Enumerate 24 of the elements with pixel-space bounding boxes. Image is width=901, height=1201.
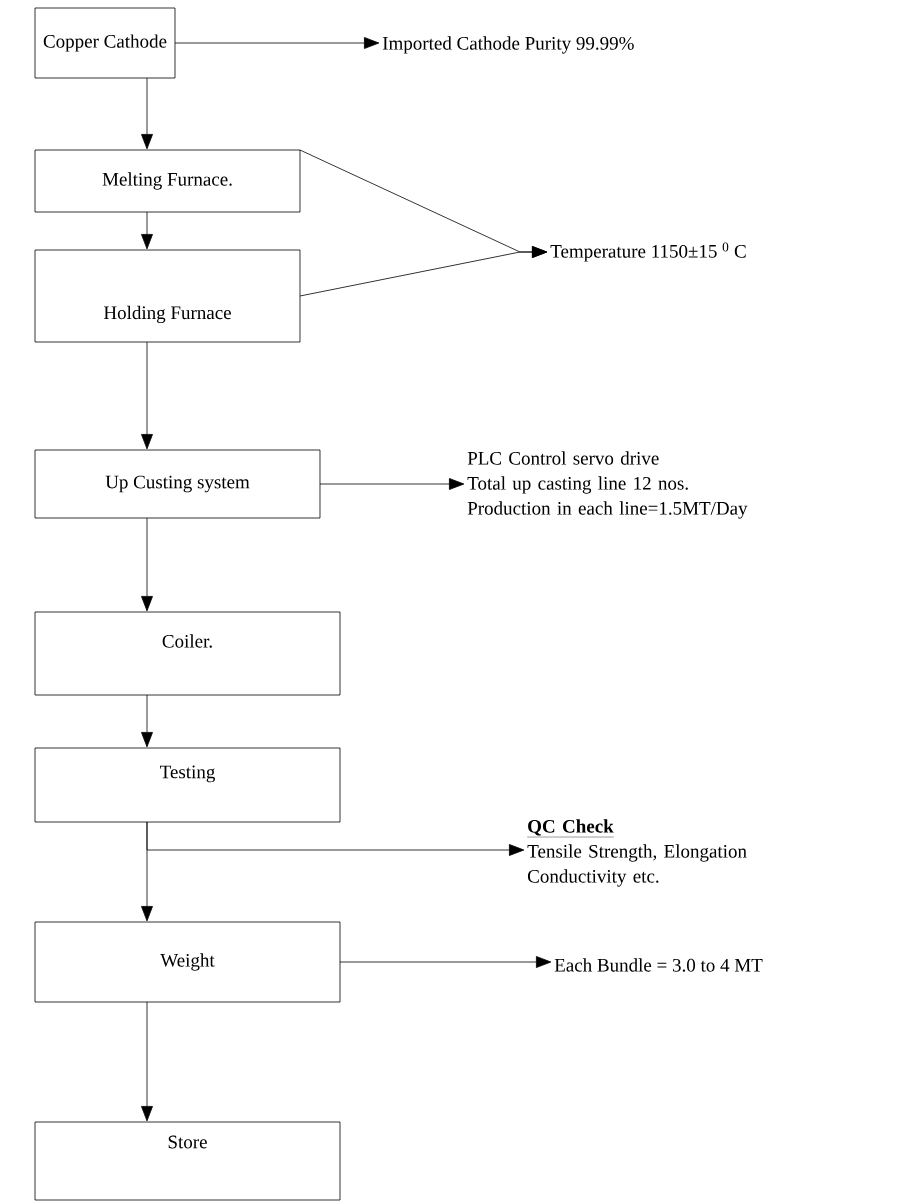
process-box: Coiler. [34,611,341,696]
note-text: PLC Control servo drive Total up casting line 12 nos. Production in each line=1.5MT/Day [467,451,748,519]
arrow [141,211,153,250]
note-text: Each Bundle = 3.0 to 4 MT [554,958,763,972]
process-box: Up Custing system [34,449,321,519]
process-box: Weight [34,921,341,1003]
arrow [339,956,552,968]
process-box: Melting Furnace. [34,149,301,213]
arrow [141,341,153,450]
arrow [141,1001,153,1122]
process-box: Copper Cathode [34,7,176,79]
process-box: Testing [34,747,341,823]
note-text: QC Check Tensile Strength, Elongation Conductivity etc. [527,819,747,887]
arrow [174,37,380,49]
note-text: Imported Cathode Purity 99.99% [382,36,634,54]
arrow [141,821,153,922]
process-box: Holding Furnace [34,249,301,343]
process-box: Store [34,1121,341,1201]
arrow [141,517,153,612]
arrow [319,478,465,490]
arrow [141,77,153,150]
arrow [299,246,548,297]
arrow [141,694,153,748]
note-text: Temperature 1150±15 $^{0}$ C [550,242,746,262]
